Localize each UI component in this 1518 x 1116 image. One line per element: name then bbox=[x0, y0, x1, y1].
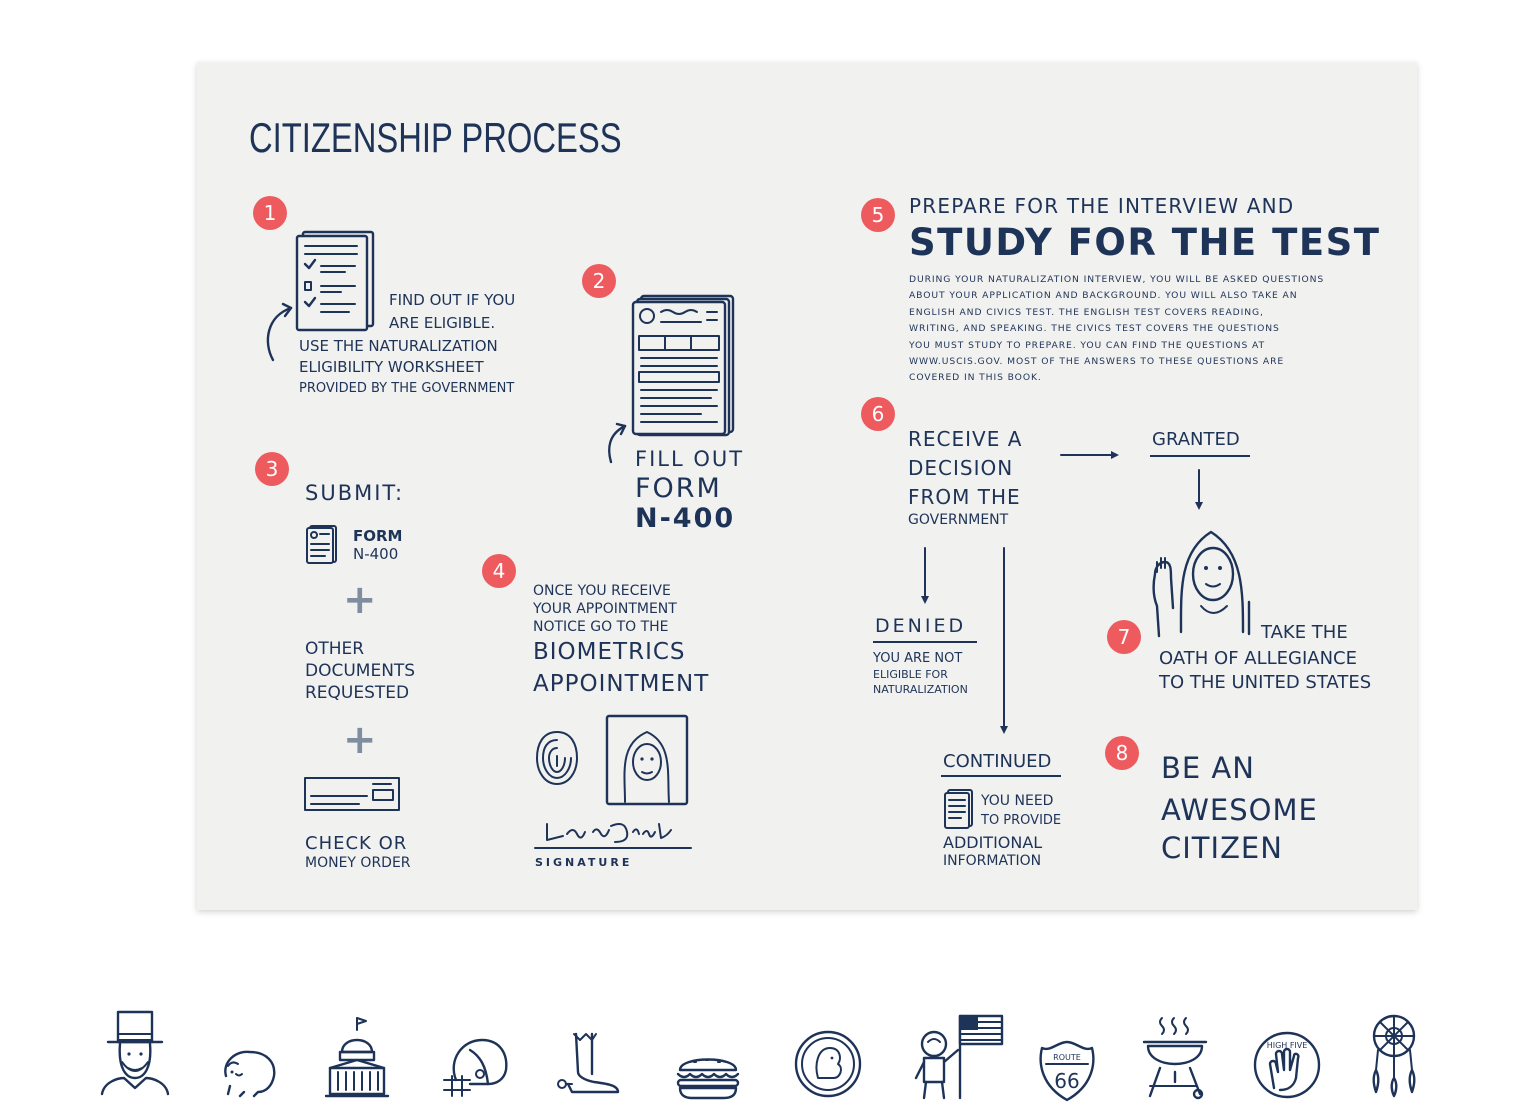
oath-person-icon bbox=[1152, 530, 1251, 638]
curved-arrow-icon bbox=[266, 302, 293, 362]
denied-label: DENIED bbox=[875, 615, 967, 637]
step-5-heading-2: STUDY FOR THE TEST bbox=[909, 221, 1381, 264]
step-3-badge: 3 bbox=[255, 452, 289, 486]
continued-underline bbox=[941, 775, 1061, 777]
continued-text-3: ADDITIONAL bbox=[943, 833, 1043, 852]
signature-scribble bbox=[534, 823, 692, 849]
step-4-text-1: ONCE YOU RECEIVE bbox=[533, 583, 671, 599]
step-5-body-line: WRITING, AND SPEAKING. THE CIVICS TEST C… bbox=[909, 323, 1280, 335]
dreamcatcher-icon bbox=[1372, 1014, 1416, 1098]
coin-icon bbox=[794, 1030, 862, 1098]
step-8-badge: 8 bbox=[1105, 736, 1139, 770]
plus-sign: + bbox=[343, 717, 377, 763]
step-3-other-2: DOCUMENTS bbox=[305, 661, 416, 681]
form-n400-icon bbox=[631, 294, 735, 437]
high-five-text: HIGH FIVE bbox=[1267, 1041, 1308, 1050]
granted-label: GRANTED bbox=[1152, 429, 1240, 450]
step-8-text-2: AWESOME bbox=[1161, 793, 1318, 827]
step-5-body-line: ABOUT YOUR APPLICATION AND BACKGROUND. Y… bbox=[909, 290, 1298, 302]
arrow-down-granted bbox=[1195, 469, 1203, 510]
step-1-text-3: USE THE NATURALIZATION bbox=[299, 337, 498, 355]
step-5-body-line: COVERED IN THIS BOOK. bbox=[909, 372, 1042, 384]
fingerprint-icon bbox=[536, 731, 578, 785]
denied-text-3: NATURALIZATION bbox=[873, 683, 968, 696]
worksheet-icon bbox=[295, 230, 375, 332]
route-sign-label: ROUTE bbox=[1053, 1053, 1081, 1062]
continued-text-1: YOU NEED bbox=[981, 793, 1054, 809]
route-sign-number: 66 bbox=[1054, 1069, 1079, 1093]
continued-text-2: TO PROVIDE bbox=[981, 813, 1062, 828]
step-1-text-5: PROVIDED BY THE GOVERNMENT bbox=[299, 381, 515, 396]
step-6-text-2: DECISION bbox=[908, 456, 1014, 480]
step-3-form-2: N-400 bbox=[353, 545, 399, 563]
astronaut-flag-icon bbox=[914, 1014, 1004, 1100]
step-1-text-2: ARE ELIGIBLE. bbox=[389, 314, 496, 332]
step-5-body-line: WWW.USCIS.GOV. MOST OF THE ANSWERS TO TH… bbox=[909, 356, 1285, 368]
process-card: CITIZENSHIP PROCESS 1 FIND OUT IF YOU AR… bbox=[197, 62, 1417, 910]
step-3-check-2: MONEY ORDER bbox=[305, 855, 411, 871]
step-4-text-3: NOTICE GO TO THE bbox=[533, 619, 669, 635]
step-8-text-1: BE AN bbox=[1161, 751, 1255, 785]
step-5-body-line: YOU MUST STUDY TO PREPARE. YOU CAN FIND … bbox=[909, 339, 1265, 351]
step-3-form-1: FORM bbox=[353, 527, 403, 545]
grill-icon bbox=[1142, 1017, 1208, 1100]
form-small-icon bbox=[306, 525, 337, 564]
step-5-body-line: ENGLISH AND CIVICS TEST. THE ENGLISH TES… bbox=[909, 306, 1264, 318]
step-3-other-1: OTHER bbox=[305, 639, 365, 659]
step-5-body: DURING YOUR NATURALIZATION INTERVIEW, YO… bbox=[909, 272, 1369, 387]
lincoln-icon bbox=[100, 1010, 170, 1096]
arrow-to-granted bbox=[1060, 451, 1119, 459]
step-6-text-4: GOVERNMENT bbox=[908, 512, 1009, 528]
step-4-text-5: APPOINTMENT bbox=[533, 671, 710, 697]
id-photo-icon bbox=[605, 714, 689, 806]
denied-text-2: ELIGIBLE FOR bbox=[873, 668, 948, 681]
high-five-icon: HIGH FIVE bbox=[1253, 1031, 1321, 1099]
step-6-text-1: RECEIVE A bbox=[908, 427, 1023, 451]
step-5-body-line: DURING YOUR NATURALIZATION INTERVIEW, YO… bbox=[909, 274, 1325, 285]
step-1-badge: 1 bbox=[253, 196, 287, 230]
step-7-text-1: TAKE THE bbox=[1261, 622, 1348, 643]
step-4-text-2: YOUR APPOINTMENT bbox=[533, 601, 677, 617]
step-2-text-2: FORM bbox=[635, 473, 722, 504]
step-8-text-3: CITIZEN bbox=[1161, 831, 1283, 865]
denied-text-1: YOU ARE NOT bbox=[873, 651, 963, 666]
step-4-text-4: BIOMETRICS bbox=[533, 639, 686, 665]
step-5-badge: 5 bbox=[861, 198, 895, 232]
step-3-other-3: REQUESTED bbox=[305, 683, 410, 703]
arrow-down-continued bbox=[1000, 547, 1008, 734]
football-helmet-icon bbox=[443, 1038, 508, 1097]
capitol-icon bbox=[324, 1017, 390, 1098]
step-3-check-1: CHECK OR bbox=[305, 833, 408, 854]
step-3-heading: SUBMIT: bbox=[305, 481, 405, 505]
bison-icon bbox=[224, 1050, 276, 1098]
cowboy-boot-icon bbox=[557, 1032, 620, 1094]
curved-arrow-icon bbox=[608, 422, 627, 464]
step-2-text-1: FILL OUT bbox=[635, 447, 745, 471]
continued-text-4: INFORMATION bbox=[943, 853, 1042, 869]
check-icon bbox=[304, 777, 400, 811]
route-66-icon: ROUTE 66 bbox=[1039, 1040, 1095, 1102]
hamburger-icon bbox=[676, 1058, 740, 1100]
step-2-text-3: N-400 bbox=[635, 503, 736, 534]
step-1-text-1: FIND OUT IF YOU bbox=[389, 291, 516, 309]
step-6-badge: 6 bbox=[861, 397, 895, 431]
denied-underline bbox=[873, 641, 977, 643]
step-2-badge: 2 bbox=[582, 264, 616, 298]
step-5-heading-1: PREPARE FOR THE INTERVIEW AND bbox=[909, 194, 1295, 218]
document-icon bbox=[944, 789, 973, 829]
signature-label: SIGNATURE bbox=[535, 856, 633, 869]
step-6-text-3: FROM THE bbox=[908, 485, 1021, 509]
step-4-badge: 4 bbox=[482, 554, 516, 588]
step-1-text-4: ELIGIBILITY WORKSHEET bbox=[299, 358, 484, 376]
continued-label: CONTINUED bbox=[943, 751, 1052, 772]
step-7-badge: 7 bbox=[1107, 620, 1141, 654]
page-title: CITIZENSHIP PROCESS bbox=[249, 114, 622, 161]
plus-sign: + bbox=[343, 577, 377, 623]
step-7-text-3: TO THE UNITED STATES bbox=[1159, 672, 1372, 693]
step-7-text-2: OATH OF ALLEGIANCE bbox=[1159, 648, 1357, 669]
granted-underline bbox=[1150, 455, 1250, 457]
arrow-down-denied bbox=[921, 547, 929, 604]
